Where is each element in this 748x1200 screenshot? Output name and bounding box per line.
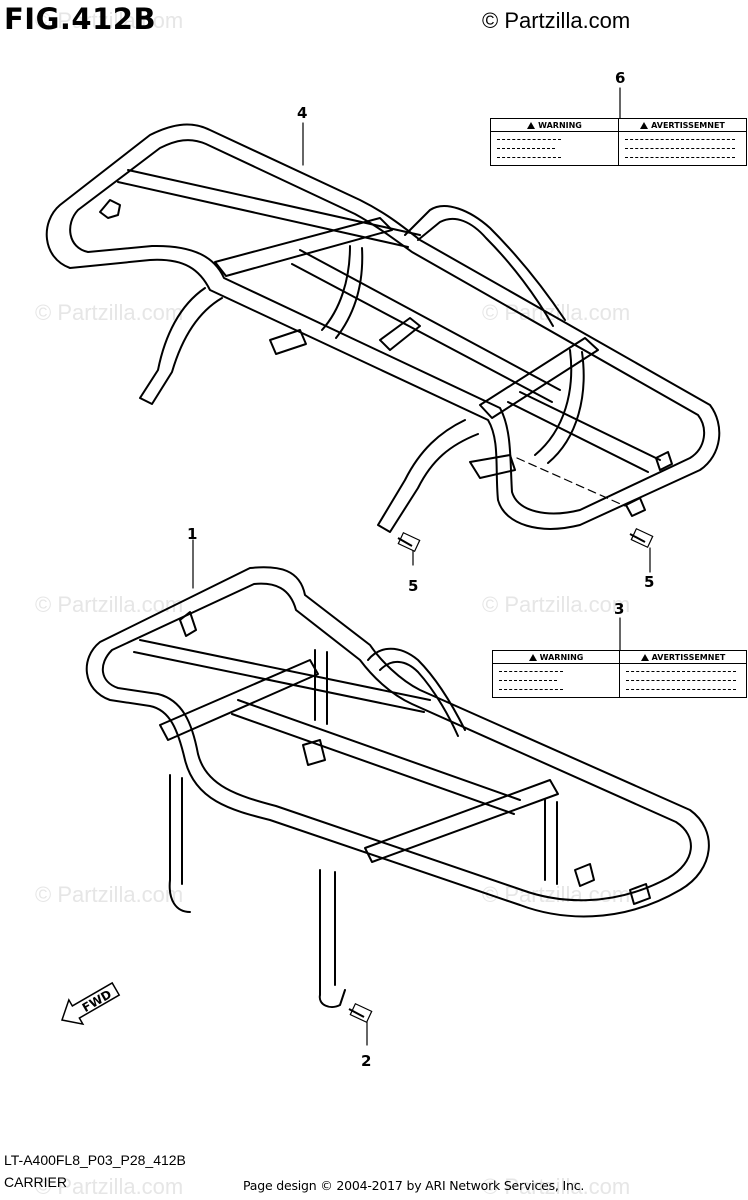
callout-part-5[interactable]: 5 [408,577,419,595]
callout-part-2[interactable]: 2 [361,1052,372,1070]
page-design-credit: Page design © 2004-2017 by ARI Network S… [243,1178,585,1193]
watermark: © Partzilla.com [35,8,184,33]
section-name: CARRIER [4,1174,68,1190]
label-heading: AVERTISSEMNET [651,120,725,130]
front-carrier-drawing [85,566,710,1008]
watermark: © Partzilla.com [482,300,631,325]
diagram-code: LT-A400FL8_P03_P28_412B [4,1152,186,1168]
watermark: © Partzilla.com [35,300,184,325]
watermark: © Partzilla.com [482,882,631,907]
warning-triangle-icon [527,121,536,129]
warning-triangle-icon [640,121,649,129]
callout-part-5[interactable]: 5 [644,573,655,591]
warning-label-6: WARNING AVERTISSEMNET [490,118,747,166]
callout-part-6[interactable]: 6 [615,69,626,87]
label-column-left: WARNING [493,651,619,697]
fwd-arrow-icon: FWD [61,981,121,1026]
callout-part-4[interactable]: 4 [297,104,308,122]
bolt-icon [397,531,421,553]
figure-title: FIG.412B [4,2,157,36]
label-heading: AVERTISSEMNET [651,652,726,662]
warning-label-3: WARNING AVERTISSEMNET [492,650,747,698]
label-heading: WARNING [539,652,584,662]
bolt-icon [629,527,654,549]
rear-carrier-drawing [45,123,721,533]
watermark: © Partzilla.com [482,592,631,617]
warning-triangle-icon [528,653,537,661]
label-column-right: AVERTISSEMNET [619,651,746,697]
watermark: © Partzilla.com [35,1174,184,1199]
label-column-left: WARNING [491,119,618,165]
label-column-right: AVERTISSEMNET [618,119,746,165]
callout-part-1[interactable]: 1 [187,525,198,543]
watermark: © Partzilla.com [482,1174,631,1199]
bolt-icon [348,1002,373,1024]
warning-triangle-icon [640,653,649,661]
callout-part-3[interactable]: 3 [614,600,625,618]
watermark: © Partzilla.com [35,882,184,907]
label-heading: WARNING [538,120,582,130]
copyright-notice: © Partzilla.com [482,8,631,33]
